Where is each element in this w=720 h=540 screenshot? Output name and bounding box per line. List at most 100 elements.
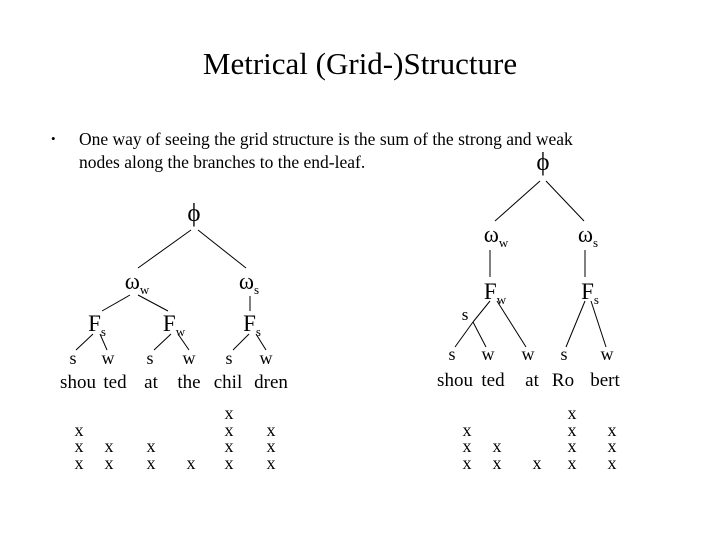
tree-branch-line xyxy=(137,294,169,312)
grid-mark-x: x xyxy=(462,436,472,457)
grid-mark-x: x xyxy=(224,453,234,474)
grid-mark-x: x xyxy=(607,436,617,457)
grid-mark-x: x xyxy=(224,403,234,423)
node-subscript-label: s xyxy=(593,235,599,250)
tree-branch-line xyxy=(232,333,250,351)
terminal-s: s xyxy=(560,344,568,364)
syllable-label: ted xyxy=(481,370,505,391)
node-main-label: ω xyxy=(124,269,140,294)
phrase-node-phi: ϕ xyxy=(536,149,550,176)
node-subscript-label: s xyxy=(100,324,106,339)
node-main-label: F xyxy=(243,311,256,336)
grid-mark-x: x xyxy=(607,419,617,440)
grid-mark-x: x xyxy=(74,436,84,457)
syllable-label: shou xyxy=(437,370,473,391)
tree-branch-line xyxy=(565,300,586,348)
node-subscript-label: s xyxy=(254,282,260,297)
grid-mark-x: x xyxy=(567,436,577,457)
tree-branch-line xyxy=(255,333,267,351)
node-main-label: F xyxy=(88,311,101,336)
terminal-w: w xyxy=(259,348,273,368)
tree-branch-line xyxy=(496,300,527,348)
grid-mark-x: x xyxy=(567,403,577,423)
node-main-label: F xyxy=(483,279,497,304)
grid-mark-x: x xyxy=(567,453,577,474)
syllable-label: the xyxy=(177,372,201,393)
node-main-label: ω xyxy=(577,222,594,247)
grid-mark-x: x xyxy=(74,419,84,440)
bullet-text: One way of seeing the grid structure is … xyxy=(79,128,573,174)
grid-mark-x: x xyxy=(186,453,196,474)
node-subscript-label: w xyxy=(139,282,150,297)
bullet-line-1: One way of seeing the grid structure is … xyxy=(79,129,573,149)
grid-mark-x: x xyxy=(224,419,234,440)
grid-mark-x: x xyxy=(462,453,472,474)
node-main-label: F xyxy=(162,311,176,336)
bullet-marker: • xyxy=(51,131,56,146)
grid-mark-x: x xyxy=(492,453,502,474)
syllable-label: chil xyxy=(213,372,243,393)
tree-node-foot-s: Fs xyxy=(581,280,599,306)
tree-branch-line xyxy=(137,229,192,269)
terminal-w: w xyxy=(182,348,196,368)
grid-mark-x: x xyxy=(146,453,156,474)
node-main-label: ω xyxy=(238,269,255,294)
tree-branch-line xyxy=(75,333,94,351)
tree-node-foot-s: Fs xyxy=(243,312,261,338)
terminal-w: w xyxy=(481,344,495,364)
terminal-w: w xyxy=(101,348,115,368)
syllable-label: at xyxy=(144,372,158,393)
tree-branch-line xyxy=(101,294,131,312)
tree-node-foot-w: Fw xyxy=(484,280,506,306)
terminal-s: s xyxy=(225,348,233,368)
syllable-label: dren xyxy=(254,372,288,393)
syllable-label: at xyxy=(525,370,539,391)
inner-strong-node: s xyxy=(461,305,469,324)
grid-mark-x: x xyxy=(492,436,502,457)
grid-mark-x: x xyxy=(224,436,234,457)
grid-mark-x: x xyxy=(567,419,577,440)
grid-mark-x: x xyxy=(266,419,276,440)
tree-branch-line xyxy=(153,333,172,351)
tree-node-foot-s: Fs xyxy=(88,312,106,338)
tree-branch-line xyxy=(472,321,487,348)
grid-mark-x: x xyxy=(532,453,542,474)
tree-branch-line xyxy=(99,333,108,351)
terminal-w: w xyxy=(600,344,614,364)
tree-branch-line xyxy=(472,300,491,323)
bullet-line-2: nodes along the branches to the end-leaf… xyxy=(79,152,366,172)
tree-branch-line xyxy=(197,229,247,269)
tree-branch-line xyxy=(454,321,474,348)
grid-mark-x: x xyxy=(607,453,617,474)
grid-mark-x: x xyxy=(104,453,114,474)
node-subscript-label: s xyxy=(255,324,261,339)
terminal-s: s xyxy=(146,348,154,368)
tree-branch-line xyxy=(590,300,607,348)
syllable-label: Ro xyxy=(551,370,575,391)
tree-branch-line xyxy=(545,180,585,222)
grid-mark-x: x xyxy=(104,436,114,457)
grid-mark-x: x xyxy=(266,436,276,457)
page-title: Metrical (Grid-)Structure xyxy=(202,46,518,81)
grid-mark-x: x xyxy=(462,419,472,440)
tree-branch-line xyxy=(494,180,541,222)
tree-node-foot-w: Fw xyxy=(163,312,185,338)
tree-branch-line xyxy=(177,333,190,351)
syllable-label: ted xyxy=(103,372,127,393)
node-subscript-label: w xyxy=(496,292,507,307)
tree-node-omega-w: ωw xyxy=(484,223,509,249)
grid-mark-x: x xyxy=(146,436,156,457)
tree-node-omega-s: ωs xyxy=(578,223,598,249)
grid-mark-x: x xyxy=(74,453,84,474)
terminal-s: s xyxy=(448,344,456,364)
node-subscript-label: s xyxy=(593,292,599,307)
node-main-label: ω xyxy=(483,222,499,247)
grid-mark-x: x xyxy=(266,453,276,474)
syllable-label: bert xyxy=(590,370,620,391)
phrase-node-phi: ϕ xyxy=(187,200,201,227)
terminal-w: w xyxy=(521,344,535,364)
